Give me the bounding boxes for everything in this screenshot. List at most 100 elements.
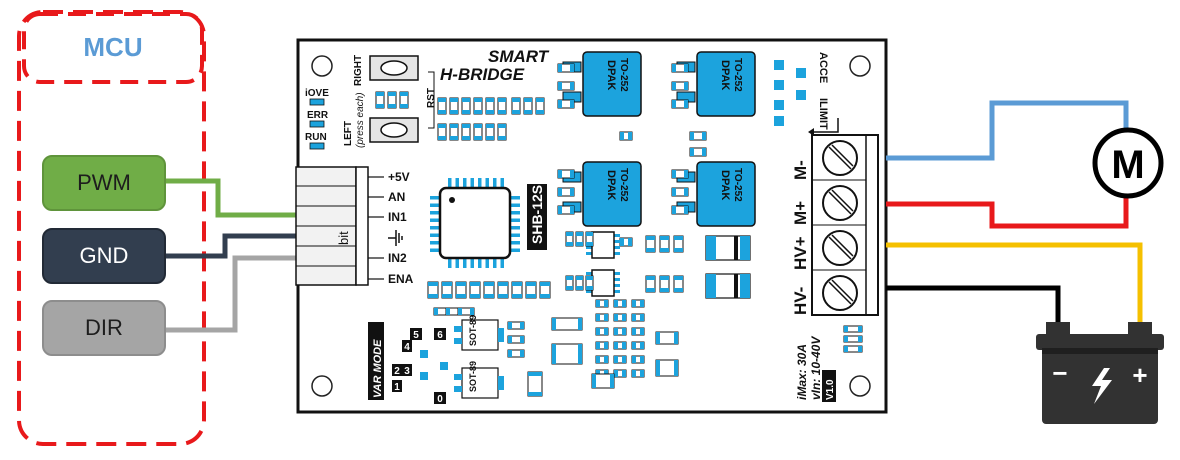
pin-label-in2: IN2 [388,251,407,265]
smd-part [375,91,385,109]
smd-part [473,123,483,141]
smd-part [631,313,645,322]
terminal-label-m-plus: M+ [791,201,810,225]
smd-part [565,231,574,247]
chip-pin [510,248,520,252]
smd-part [595,327,609,336]
model-label-bg [527,184,547,250]
vin-label: vIn: 10-40V [809,336,823,400]
chip-pin [500,178,504,188]
pad [420,350,428,358]
smd-part [631,341,645,350]
gnd-signal-box: GND [42,228,166,284]
led-label-run: RUN [305,132,327,143]
imax-label: iMax: 30A [795,344,809,400]
mount-hole-bottom-left [311,375,333,397]
smd-part [497,97,507,115]
pad [774,116,784,126]
smd-part [585,231,594,247]
right-button-label: RIGHT [353,55,364,86]
smd-part [613,369,627,378]
chip-pin [510,203,520,207]
sot89-package [454,367,504,399]
chip-pin [463,258,467,268]
terminal-block [811,134,879,316]
smd-part [525,281,537,299]
chip-pin [493,258,497,268]
smd-part [595,313,609,322]
lightning-icon [1092,368,1112,404]
smd-part [619,131,633,141]
io-header-group-label: bit [336,231,351,245]
smd-part [645,275,656,293]
smd-part [485,97,495,115]
smd-part [557,81,575,91]
chip-pin [493,178,497,188]
var-mode-number: 0 [437,394,443,405]
signal-wires [166,178,300,333]
motor-minus-wire [886,100,1129,161]
terminal-label-hv-minus: HV- [791,287,810,315]
smd-part [483,281,495,299]
smd-part [399,91,409,109]
smd-part [461,123,471,141]
terminal-labels: M-M+HV+HV- [791,160,810,315]
terminal-label-hv-plus: HV+ [791,236,810,270]
smd-part [449,97,459,115]
pad [774,100,784,110]
pad [420,372,428,380]
chip-pin [478,258,482,268]
smd-part [613,313,627,322]
version-badge [822,370,836,402]
pad [774,60,784,70]
mcu-title: MCU [83,31,143,62]
var-mode-number: 3 [404,366,410,377]
board-title-line1: SMART [488,47,550,66]
smd-part [673,275,684,293]
chip-pin [510,211,520,215]
smd-part [613,299,627,308]
pad [774,80,784,90]
smd-part [631,369,645,378]
smd-part [497,281,509,299]
smd-part [511,281,523,299]
version-label: V1.0 [825,379,836,400]
battery-icon [1036,322,1164,424]
smd-part [659,275,670,293]
chip-pin [430,218,440,222]
chip-pin [430,196,440,200]
smd-part [631,327,645,336]
press-each-label: (press each) [355,92,366,148]
ground-symbol-icon [388,230,403,246]
smd-part [631,355,645,364]
rst-label: RST [426,88,437,108]
dpak-label: DPAK [605,170,617,200]
chip-pin [500,258,504,268]
dpak-label: DPAK [719,60,731,90]
smd-part [613,341,627,350]
smd-part [655,359,679,377]
board-title-line2: H-BRIDGE [440,65,525,84]
smd-part [689,147,707,157]
smd-part [523,97,533,115]
var-mode-box [410,328,422,340]
pad [796,90,806,100]
chip-pin [448,178,452,188]
motor-plus-wire [886,196,1129,229]
motor-label: M [1111,143,1144,187]
chip-pin [510,218,520,222]
right-button [369,55,419,81]
var-mode-number: 6 [437,330,443,341]
chip-pin [463,178,467,188]
smd-part [535,97,545,115]
dpak-package-label: TO-252 [618,168,629,202]
dpak-package-label: TO-252 [618,58,629,92]
smd-part [671,169,689,179]
smd-part [843,335,863,343]
chip-pin [455,178,459,188]
var-mode-number: 1 [394,382,400,393]
led-run [309,142,325,150]
smd-part [575,231,584,247]
